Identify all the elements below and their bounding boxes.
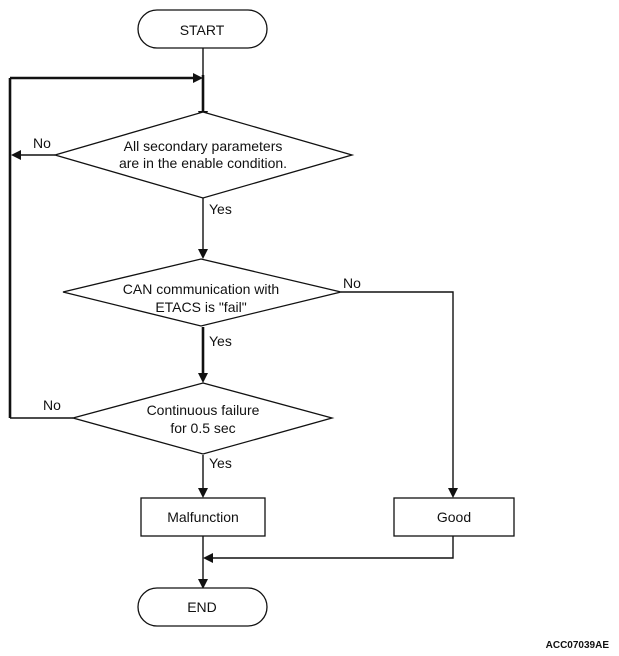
end-terminal bbox=[137, 587, 268, 627]
connectors bbox=[8, 48, 454, 580]
good-label: Good bbox=[437, 509, 471, 525]
node-malfunction: Malfunction bbox=[140, 497, 266, 537]
connector-good-to-end bbox=[212, 536, 454, 559]
arrowhead-into-can bbox=[198, 249, 208, 259]
connector-can-no bbox=[341, 291, 454, 489]
decision-secondary-line-2: are in the enable condition. bbox=[119, 155, 287, 171]
node-check-can: CAN communication with ETACS is "fail" bbox=[62, 258, 342, 327]
edge-label-can-no: No bbox=[343, 275, 361, 291]
node-end: END bbox=[137, 587, 268, 627]
node-check-secondary: All secondary parameters are in the enab… bbox=[52, 111, 355, 199]
edge-label-secondary-no: No bbox=[33, 135, 51, 151]
malfunction-label: Malfunction bbox=[167, 509, 239, 525]
decision-can-line-1: CAN communication with bbox=[123, 281, 279, 297]
arrowhead-good-join bbox=[203, 553, 213, 563]
decision-can-diamond bbox=[62, 258, 342, 327]
arrowhead-into-malfunction bbox=[198, 488, 208, 498]
good-box bbox=[393, 497, 515, 537]
edge-labels: No Yes No Yes No Yes bbox=[33, 135, 361, 471]
edge-label-can-yes: Yes bbox=[209, 333, 232, 349]
decision-secondary-diamond bbox=[52, 111, 355, 199]
node-check-continuous: Continuous failure for 0.5 sec bbox=[70, 382, 335, 455]
decision-continuous-line-1: Continuous failure bbox=[147, 402, 260, 418]
malfunction-box bbox=[140, 497, 266, 537]
arrowhead-into-good bbox=[448, 488, 458, 498]
figure-id: ACC07039AE bbox=[546, 640, 610, 651]
decision-secondary-line-1: All secondary parameters bbox=[124, 138, 283, 154]
start-label: START bbox=[180, 22, 225, 38]
node-start: START bbox=[137, 9, 268, 49]
edge-label-secondary-yes: Yes bbox=[209, 201, 232, 217]
arrowhead-secondary-no bbox=[11, 150, 21, 160]
arrowhead-loop-top bbox=[193, 73, 203, 83]
edge-label-continuous-yes: Yes bbox=[209, 455, 232, 471]
decision-continuous-diamond bbox=[70, 382, 335, 455]
edge-label-continuous-no: No bbox=[43, 397, 61, 413]
decision-can-line-2: ETACS is "fail" bbox=[155, 299, 246, 315]
decision-continuous-line-2: for 0.5 sec bbox=[170, 420, 235, 436]
end-label: END bbox=[187, 599, 217, 615]
arrowhead-into-end bbox=[198, 579, 208, 589]
arrowhead-into-continuous bbox=[198, 373, 208, 383]
node-good: Good bbox=[393, 497, 515, 537]
start-terminal bbox=[137, 9, 268, 49]
